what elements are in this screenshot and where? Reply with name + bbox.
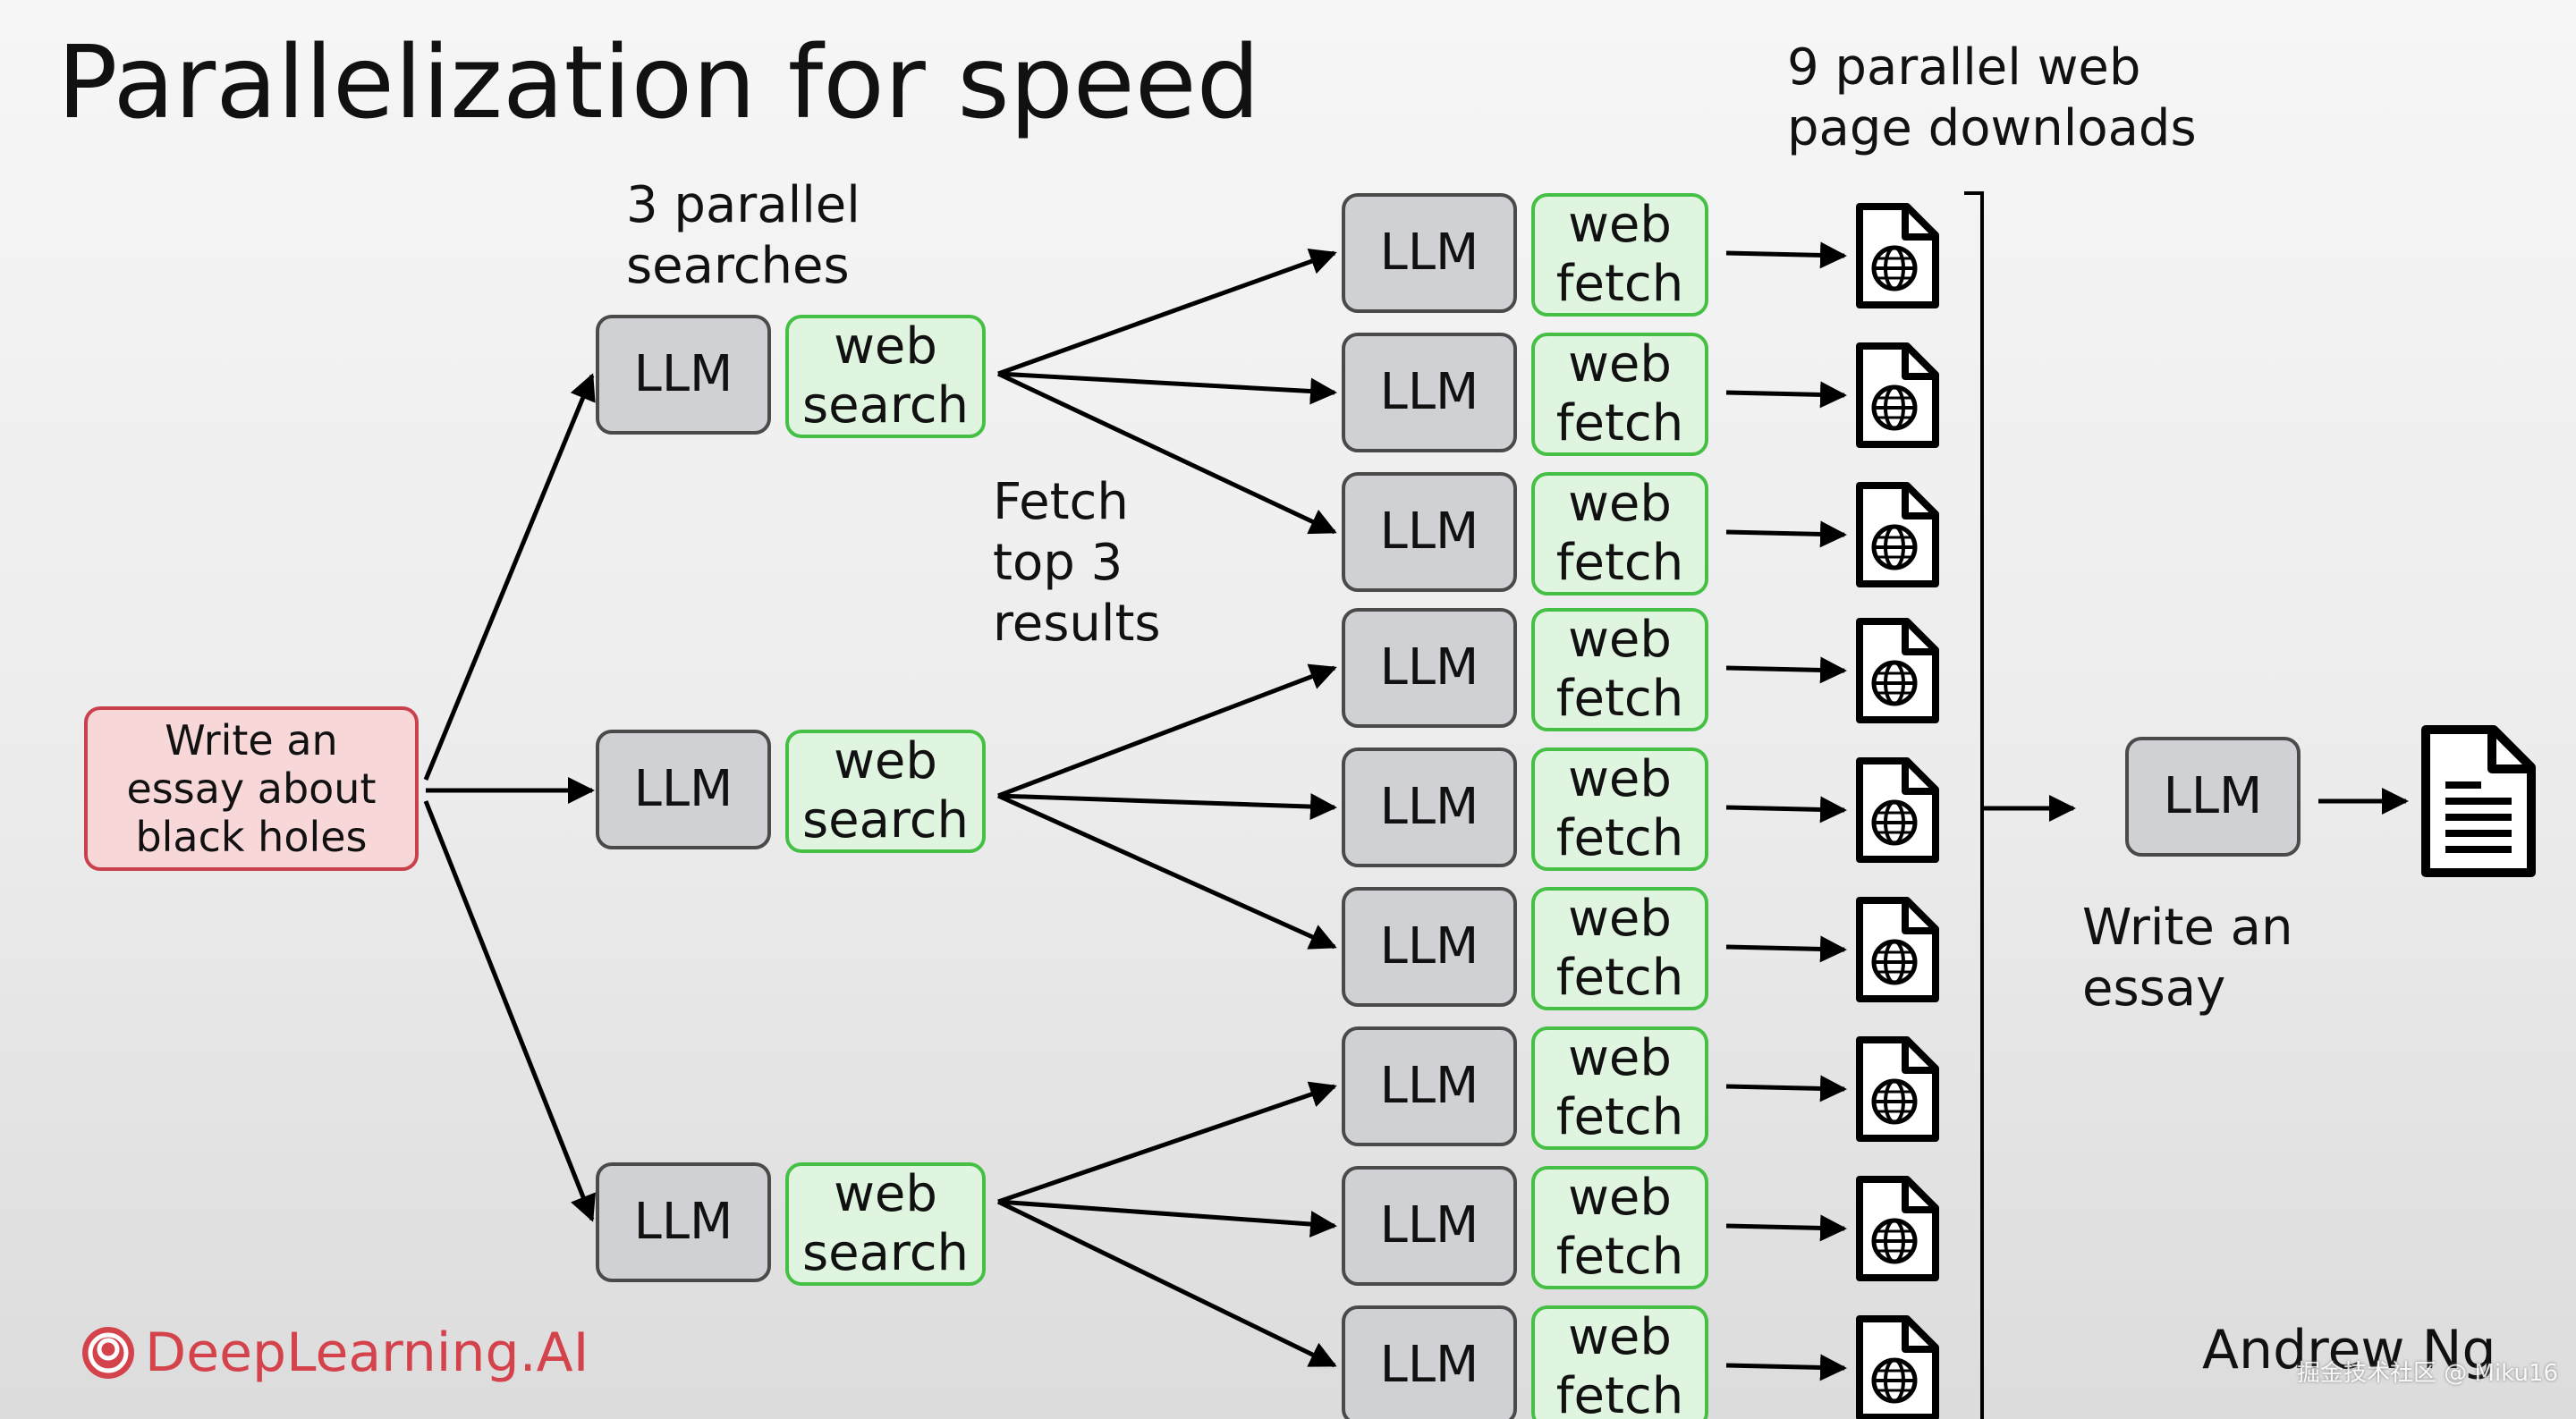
fetch-llm-node: LLM xyxy=(1342,333,1517,452)
arrow-to-page xyxy=(1725,381,1847,409)
search-llm-node: LLM xyxy=(596,730,771,849)
fetch-llm-node: LLM xyxy=(1342,748,1517,867)
arrow-to-page xyxy=(1725,241,1847,269)
arrow-to-fetch xyxy=(997,1081,1337,1204)
label-parallel-searches: 3 parallel searches xyxy=(626,176,860,295)
search-llm-node: LLM xyxy=(596,315,771,435)
web-page-icon xyxy=(1856,897,1939,1002)
arrow-to-fetch xyxy=(997,793,1337,821)
essay-llm-node: LLM xyxy=(2125,737,2301,857)
brand-name: DeepLearning.AI xyxy=(145,1322,589,1384)
fetch-llm-node: LLM xyxy=(1342,887,1517,1007)
fetch-llm-node: LLM xyxy=(1342,1026,1517,1146)
fetch-llm-node: LLM xyxy=(1342,1166,1517,1286)
web-page-icon xyxy=(1856,482,1939,587)
collect-bracket xyxy=(1964,191,1984,1419)
fetch-llm-node: LLM xyxy=(1342,472,1517,592)
label-fetch-top-results: Fetch top 3 results xyxy=(993,473,1161,653)
web-fetch-node: web fetch xyxy=(1531,193,1708,317)
arrow-to-fetch xyxy=(997,371,1337,405)
web-fetch-node: web fetch xyxy=(1531,608,1708,731)
web-page-icon xyxy=(1856,342,1939,448)
web-search-node: web search xyxy=(785,315,986,438)
arrow-to-fetch xyxy=(997,249,1337,376)
arrow-to-fetch xyxy=(996,793,1337,950)
web-fetch-node: web fetch xyxy=(1531,333,1708,456)
web-fetch-node: web fetch xyxy=(1531,472,1708,595)
arrow-to-fetch xyxy=(996,1199,1337,1368)
search-llm-node: LLM xyxy=(596,1162,771,1282)
task-node: Write an essay about black holes xyxy=(84,706,419,871)
arrow-to-fetch xyxy=(997,663,1337,798)
web-fetch-node: web fetch xyxy=(1531,1026,1708,1150)
arrow-to-page xyxy=(1725,796,1847,824)
fetch-llm-node: LLM xyxy=(1342,193,1517,313)
arrow-to-page xyxy=(1725,520,1847,548)
arrow-to-page xyxy=(1725,1354,1847,1381)
author-name: Andrew Ng xyxy=(2202,1319,2496,1381)
web-page-icon xyxy=(1856,1315,1939,1419)
watermark: 掘金技术社区 @ Miku16 xyxy=(2297,1360,2559,1387)
arrow-to-search xyxy=(423,373,596,781)
web-fetch-node: web fetch xyxy=(1531,1305,1708,1419)
web-fetch-node: web fetch xyxy=(1531,748,1708,871)
arrow-to-page xyxy=(1725,656,1847,684)
fetch-llm-node: LLM xyxy=(1342,1305,1517,1419)
deeplearning-logo-icon xyxy=(82,1327,134,1379)
label-parallel-downloads: 9 parallel web page downloads xyxy=(1787,38,2197,157)
web-search-node: web search xyxy=(785,1162,986,1286)
slide-title: Parallelization for speed xyxy=(57,25,1260,141)
label-write-essay: Write an essay xyxy=(2082,899,2293,1018)
fetch-llm-node: LLM xyxy=(1342,608,1517,728)
web-fetch-node: web fetch xyxy=(1531,887,1708,1010)
arrow-to-page xyxy=(1725,1075,1847,1102)
web-page-icon xyxy=(1856,757,1939,863)
arrow-to-page xyxy=(1725,935,1847,963)
web-search-node: web search xyxy=(785,730,986,853)
brand: DeepLearning.AI xyxy=(80,1322,589,1384)
web-page-icon xyxy=(1856,618,1939,723)
arrow-to-fetch xyxy=(997,1199,1337,1238)
arrow-to-fetch xyxy=(996,371,1337,535)
arrow-to-search xyxy=(423,800,596,1222)
web-fetch-node: web fetch xyxy=(1531,1166,1708,1289)
arrow-to-page xyxy=(1725,1214,1847,1242)
web-page-icon xyxy=(1856,1176,1939,1281)
web-page-icon xyxy=(1856,1036,1939,1142)
document-icon xyxy=(2421,725,2536,877)
web-page-icon xyxy=(1856,203,1939,308)
